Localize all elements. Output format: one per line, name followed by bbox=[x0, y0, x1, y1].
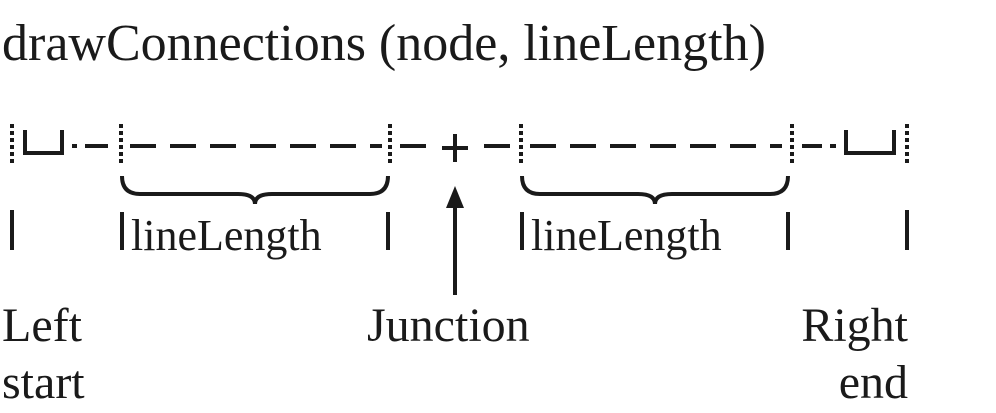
diagram-title: drawConnections (node, lineLength) bbox=[2, 15, 766, 72]
left-node-space bbox=[23, 130, 64, 155]
junction-label: Junction bbox=[367, 299, 530, 352]
right-length-label: lineLength bbox=[531, 211, 722, 260]
junction-arrow-head bbox=[446, 186, 464, 208]
left-length-label: lineLength bbox=[131, 211, 322, 260]
left-length-marker: lineLength bbox=[120, 211, 390, 260]
right-length-marker: lineLength bbox=[520, 211, 790, 260]
right-node-space bbox=[844, 130, 896, 155]
left-brace bbox=[120, 175, 390, 205]
connection-line bbox=[10, 124, 909, 164]
right-end-label-line2: end bbox=[839, 356, 908, 409]
left-start-label-line1: Left bbox=[2, 299, 83, 352]
right-end-label-line1: Right bbox=[801, 299, 908, 352]
left-start-label-line2: start bbox=[2, 356, 85, 409]
right-brace bbox=[520, 175, 790, 205]
